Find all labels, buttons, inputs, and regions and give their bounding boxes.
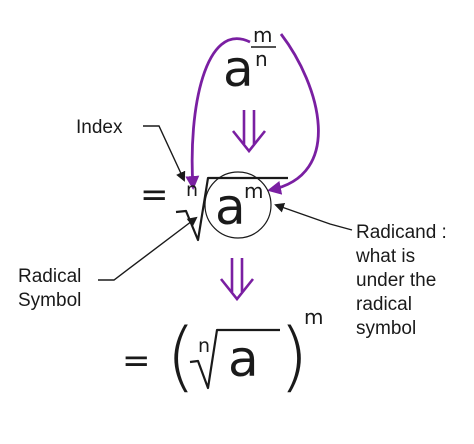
label-radicand-line3: under the [356, 270, 436, 291]
middle-index: n [186, 179, 198, 201]
label-radicand-line5: symbol [356, 318, 416, 339]
label-radicand-line1: Radicand : [356, 222, 447, 243]
bottom-expression: = ( n a ) m [122, 305, 323, 400]
top-exp-denominator: n [255, 47, 268, 71]
top-expression: a m n [223, 23, 276, 98]
radicand-circle [204, 171, 272, 239]
bottom-base: a [228, 330, 259, 388]
middle-expression: = n a m [140, 171, 288, 242]
bottom-paren-left: ( [166, 311, 196, 400]
label-index: Index [76, 117, 123, 138]
top-exp-numerator: m [253, 23, 272, 47]
radical-pointer [98, 216, 198, 281]
middle-exp: m [244, 179, 263, 203]
bottom-radical-sign [189, 328, 280, 390]
label-radicand-line2: what is [355, 246, 415, 267]
bottom-paren-right: ) [279, 311, 309, 400]
label-radical-line1: Radical [18, 266, 81, 287]
index-pointer [143, 125, 186, 182]
label-radical-line2: Symbol [18, 290, 81, 311]
double-down-arrow-top [231, 110, 267, 154]
middle-radical-sign [175, 176, 288, 242]
curve-arrow-left [185, 37, 251, 190]
middle-base: a [215, 178, 246, 236]
double-down-arrow-bottom [219, 258, 255, 302]
top-base: a [223, 40, 254, 98]
bottom-equals: = [122, 341, 151, 381]
middle-equals: = [140, 175, 169, 215]
curve-arrow-right [267, 33, 320, 195]
bottom-index: n [198, 335, 210, 357]
label-radicand-line4: radical [356, 294, 412, 315]
bottom-outer-exp: m [304, 305, 323, 329]
radicand-pointer [274, 202, 353, 231]
